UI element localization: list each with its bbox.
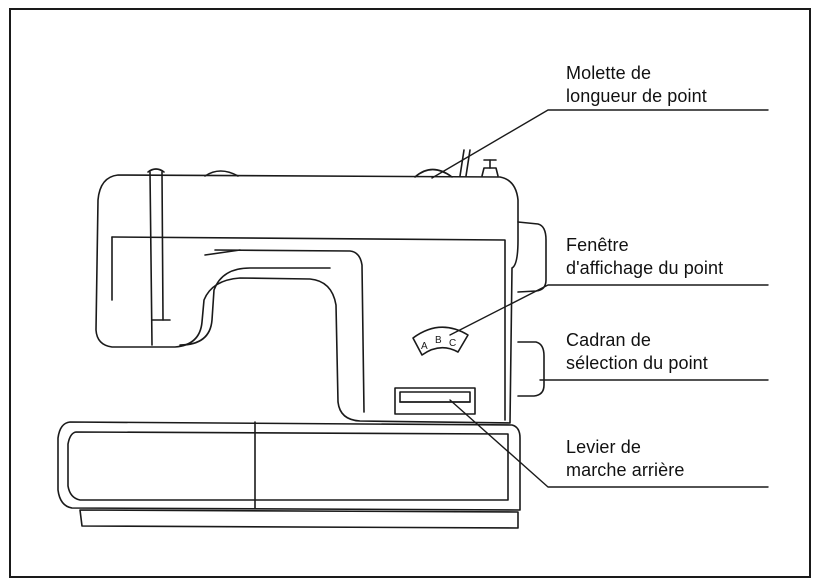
display-letter-b: B — [435, 335, 442, 346]
label-reverse-lever-line1: Levier de — [566, 437, 641, 457]
label-display-window-line2: d'affichage du point — [566, 258, 724, 278]
label-reverse-lever: Levier de marche arrière — [566, 436, 684, 482]
diagram-frame — [9, 8, 811, 578]
label-stitch-length-dial: Molette de longueur de point — [566, 62, 707, 108]
stitch-display-window: A B C — [412, 326, 469, 356]
leader-lines — [431, 109, 769, 488]
label-stitch-display-window: Fenêtre d'affichage du point — [566, 234, 723, 280]
display-letter-c: C — [449, 338, 456, 349]
label-stitch-selector-dial: Cadran de sélection du point — [566, 329, 708, 375]
label-selector-dial-line1: Cadran de — [566, 330, 651, 350]
reverse-lever — [394, 387, 476, 415]
machine-base — [57, 421, 521, 529]
label-selector-dial-line2: sélection du point — [566, 353, 708, 373]
label-stitch-length-line2: longueur de point — [566, 86, 707, 106]
label-stitch-length-line1: Molette de — [566, 63, 652, 83]
top-fittings — [204, 149, 499, 178]
label-reverse-lever-line2: marche arrière — [566, 460, 685, 480]
needle-bar — [147, 168, 171, 346]
machine-body — [95, 174, 519, 424]
leader-display-window — [449, 284, 769, 336]
display-letter-a: A — [421, 341, 428, 352]
leader-reverse-lever — [449, 399, 769, 488]
side-dials — [517, 221, 547, 397]
leader-stitch-length — [431, 109, 769, 179]
label-display-window-line1: Fenêtre — [566, 235, 629, 255]
